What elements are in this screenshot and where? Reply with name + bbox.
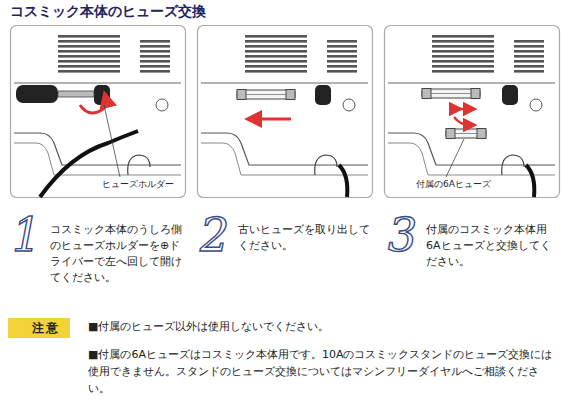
fuse-cap (477, 129, 486, 139)
vent (327, 39, 357, 73)
part-label: ヒューズホルダー (100, 178, 176, 191)
step-number: 3 (388, 212, 417, 258)
vent (58, 35, 120, 75)
cable (339, 165, 347, 197)
vent (140, 39, 170, 73)
cable (526, 165, 534, 197)
panel-frame (385, 26, 560, 198)
vent (432, 35, 494, 75)
step-panel (198, 26, 373, 198)
panel-frame (198, 26, 373, 198)
caution-word: 注意 (32, 320, 60, 337)
hook (315, 155, 337, 175)
step-panel (385, 26, 560, 198)
step-number: 1 (12, 212, 41, 258)
panel-frame (11, 26, 186, 198)
fuse-cap (237, 90, 246, 100)
step-text: 付属のコスミック本体用6Aヒューズと交換してください。 (426, 222, 558, 270)
fuse-cap (286, 90, 295, 100)
hook (128, 155, 150, 175)
page-title: コスミック本体のヒューズ交換 (10, 3, 206, 21)
fuse-wire (455, 133, 477, 134)
step-text: コスミック本体のうしろ側のヒューズホルダーを⊕ドライバーで左へ回して開けてくださ… (50, 222, 182, 286)
fuse-wire (246, 94, 286, 95)
leader-line (104, 105, 120, 177)
vent (514, 39, 544, 73)
screwdriver-shaft (58, 91, 94, 97)
knob (343, 99, 355, 111)
fuse-holder (502, 85, 518, 105)
fuse-cap (446, 129, 455, 139)
drawing-stroke (201, 133, 368, 165)
fuse-holder (315, 85, 331, 105)
fuse-tube (422, 89, 480, 98)
step-number: 2 (200, 212, 229, 258)
drawing-stroke (14, 83, 181, 84)
knob (156, 99, 168, 111)
knob (530, 99, 542, 111)
fuse-wire (431, 93, 471, 94)
step-text: 古いヒューズを取り出してください。 (238, 222, 370, 254)
remove-arrow (253, 118, 291, 121)
drawing-stroke (201, 83, 368, 84)
leader-line (446, 139, 464, 177)
fuse-cap (422, 89, 431, 99)
screwdriver-handle (16, 85, 58, 103)
vent (245, 35, 307, 75)
hook (502, 155, 524, 175)
caution-note: ■付属の6Aヒューズはコスミック本体用です。10Aのコスミックスタンドのヒューズ… (88, 346, 558, 397)
step-panel (11, 26, 186, 198)
caution-badge: 注意 (8, 318, 70, 338)
drawing-stroke (388, 83, 555, 84)
swap-arrow (456, 108, 470, 111)
fuse-cap (471, 89, 480, 99)
fuse-tube (446, 129, 486, 138)
fuse-tube (237, 90, 295, 99)
swap-arrow (454, 117, 470, 125)
caution-note: ■付属のヒューズ以外は使用しないでください。 (88, 318, 558, 335)
part-label: 付属の6Aヒューズ (414, 178, 493, 191)
turn-arrow (80, 99, 106, 113)
